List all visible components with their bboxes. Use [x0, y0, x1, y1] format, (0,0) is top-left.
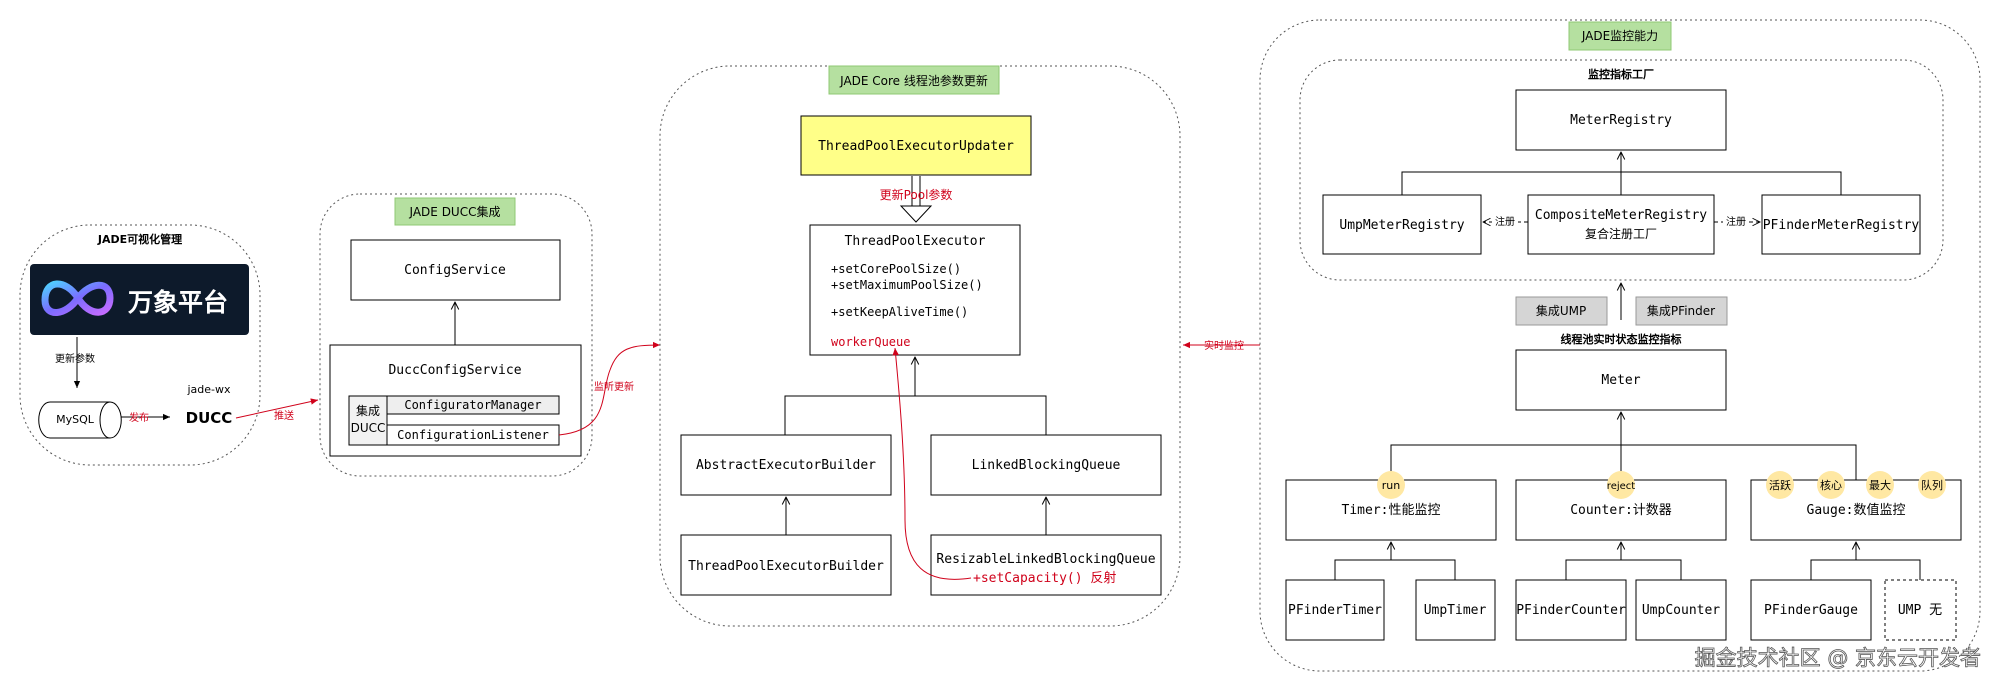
jade-wx-label: jade-wx	[186, 383, 231, 396]
ump-none-box	[1884, 579, 1957, 641]
group-ducc: JADE DUCC集成 ConfigService DuccConfigServ…	[319, 193, 661, 477]
group-title-core: JADE Core 线程池参数更新	[839, 73, 988, 88]
factory-title: 监控指标工厂	[1588, 67, 1654, 81]
pfinder-counter-label: PFinderCounter	[1516, 603, 1626, 618]
integrate-ducc-line2: DUCC	[351, 421, 386, 435]
register-left-label: 注册	[1495, 215, 1515, 228]
method-set-core-pool-size: +setCorePoolSize()	[831, 262, 961, 276]
pfinder-timer-box	[1285, 579, 1385, 641]
update-pool-params-label: 更新Pool参数	[880, 187, 953, 202]
timer-label: Timer:性能监控	[1342, 503, 1441, 518]
pfinder-meter-registry-label: PFinderMeterRegistry	[1763, 218, 1920, 233]
linked-queue-label: LinkedBlockingQueue	[972, 458, 1121, 473]
resizable-queue-label: ResizableLinkedBlockingQueue	[936, 552, 1155, 567]
pfinder-gauge-label: PFinderGauge	[1764, 603, 1858, 618]
counter-label: Counter:计数器	[1570, 503, 1672, 518]
config-service-label: ConfigService	[404, 263, 506, 278]
mysql-label: MySQL	[56, 413, 95, 426]
ump-none-label: UMP 无	[1898, 603, 1942, 618]
composite-sub-label: 复合注册工厂	[1585, 226, 1657, 241]
integrate-pfinder-button	[1635, 296, 1728, 326]
badge-queue	[1918, 471, 1946, 499]
ump-counter-box	[1635, 579, 1727, 641]
integrate-ump-button	[1515, 296, 1608, 326]
configurator-manager-label: ConfiguratorManager	[404, 398, 541, 412]
pfinder-gauge-box	[1750, 579, 1872, 641]
mysql-cylinder: MySQL	[38, 401, 122, 439]
badge-core	[1817, 471, 1845, 499]
ump-meter-registry-label: UmpMeterRegistry	[1339, 218, 1464, 233]
thread-pool-executor-builder-box	[680, 534, 892, 596]
ump-timer-box	[1415, 579, 1496, 641]
abstract-executor-builder-box	[680, 434, 892, 496]
update-params-label: 更新参数	[55, 352, 95, 365]
meter-label: Meter	[1601, 373, 1640, 388]
badge-core-label: 核心	[1820, 478, 1842, 492]
badge-run-label: run	[1382, 479, 1400, 492]
ducc-label: DUCC	[186, 409, 233, 427]
realtime-monitor-label: 实时监控	[1204, 339, 1244, 352]
composite-registry-label: CompositeMeterRegistry	[1535, 208, 1707, 223]
badge-max	[1866, 471, 1894, 499]
push-label: 推送	[274, 409, 294, 422]
thread-pool-executor-box	[809, 224, 1021, 356]
infinity-logo-icon	[41, 280, 114, 316]
abstract-builder-label: AbstractExecutorBuilder	[696, 458, 876, 473]
updater-label: ThreadPoolExecutorUpdater	[818, 139, 1014, 154]
set-capacity-label: +setCapacity() 反射	[973, 570, 1116, 586]
pfinder-timer-label: PFinderTimer	[1288, 603, 1382, 618]
wanxiang-logo: 万象平台	[30, 264, 249, 335]
badge-queue-label: 队列	[1921, 478, 1943, 492]
gauge-label: Gauge:数值监控	[1807, 502, 1906, 518]
worker-queue-field: workerQueue	[831, 335, 910, 349]
integrate-ump-label: 集成UMP	[1536, 303, 1586, 318]
badge-active	[1766, 471, 1794, 499]
ducc-config-service-label: DuccConfigService	[388, 363, 521, 378]
ump-meter-registry-box	[1322, 194, 1482, 255]
pfinder-meter-registry-box	[1761, 194, 1921, 255]
linked-blocking-queue-box	[930, 434, 1162, 496]
group-title-monitor: JADE监控能力	[1581, 29, 1658, 43]
badge-max-label: 最大	[1869, 478, 1891, 492]
integrate-ducc-line1: 集成	[356, 403, 380, 418]
badge-run	[1377, 471, 1405, 499]
configuration-listener-label: ConfigurationListener	[397, 428, 549, 442]
badge-reject-label: reject	[1607, 481, 1635, 492]
watermark: 掘金技术社区 @ 京东云开发者	[1695, 646, 1981, 670]
meter-box	[1515, 349, 1727, 411]
ump-timer-label: UmpTimer	[1424, 603, 1487, 618]
meter-registry-box	[1515, 89, 1727, 151]
group-title-visual: JADE可视化管理	[97, 232, 182, 246]
configurator-manager-box	[386, 395, 560, 415]
publish-label: 发布	[129, 411, 149, 424]
composite-registry-box	[1527, 194, 1715, 255]
method-set-maximum-pool-size: +setMaximumPoolSize()	[831, 278, 983, 292]
integrate-ducc-tag	[348, 395, 388, 446]
resizable-queue-box	[930, 534, 1162, 596]
pfinder-counter-box	[1515, 579, 1627, 641]
group-title-ducc: JADE DUCC集成	[409, 204, 501, 219]
listen-update-label: 监听更新	[594, 380, 634, 393]
logo-text: 万象平台	[128, 288, 228, 317]
badge-reject	[1607, 471, 1635, 499]
badge-active-label: 活跃	[1769, 478, 1791, 492]
integrate-pfinder-label: 集成PFinder	[1647, 303, 1715, 318]
updater-box	[800, 115, 1032, 176]
config-service-box	[350, 239, 561, 301]
method-set-keep-alive-time: +setKeepAliveTime()	[831, 305, 968, 319]
group-core: JADE Core 线程池参数更新 ThreadPoolExecutorUpda…	[659, 65, 1181, 627]
ump-counter-label: UmpCounter	[1642, 603, 1720, 618]
group-visual-management: JADE可视化管理 万象平台 更新参数 MySQL 发布 jade-wx DUC…	[19, 224, 319, 466]
executor-builder-label: ThreadPoolExecutorBuilder	[688, 559, 884, 574]
register-right-label: 注册	[1726, 215, 1746, 228]
group-monitor: JADE监控能力 监控指标工厂 MeterRegistry UmpMeterRe…	[1259, 19, 1981, 672]
meter-registry-label: MeterRegistry	[1570, 113, 1672, 128]
metrics-title: 线程池实时状态监控指标	[1561, 332, 1682, 346]
executor-label: ThreadPoolExecutor	[845, 234, 986, 249]
